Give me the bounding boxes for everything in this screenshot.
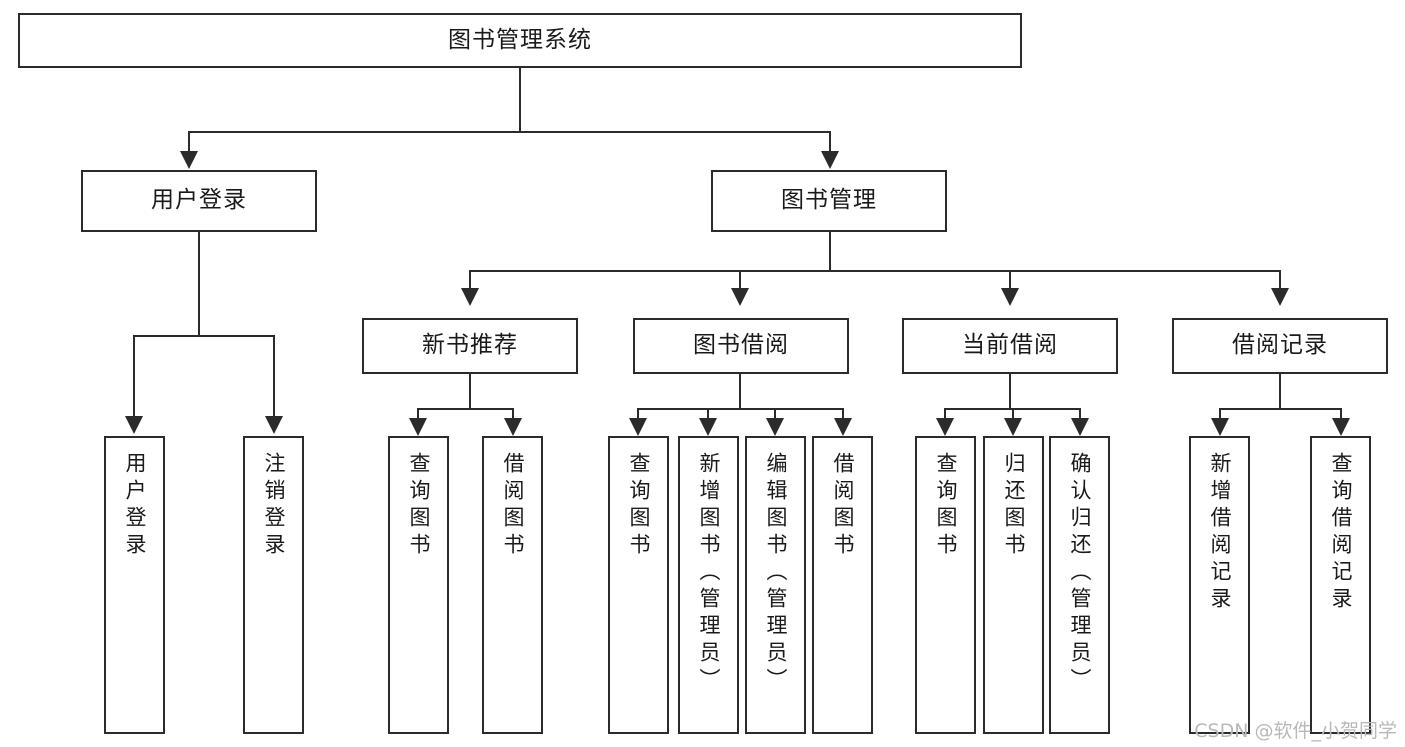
node-label: 新增图书（管理员） [697, 452, 721, 695]
node-label: 借阅图书 [501, 452, 525, 560]
leaf-book-borrow-borrow[interactable]: 借阅图书 [812, 436, 873, 734]
arrow-book-borrow-to-leaf-4 [834, 418, 852, 436]
node-label: 新书推荐 [422, 332, 518, 359]
leaf-user-login-login[interactable]: 用户登录 [104, 436, 165, 734]
connector-book-mgmt-stem [829, 232, 831, 270]
connector-root-stem-main [519, 68, 521, 131]
arrow-current-borrow-to-leaf-3 [1071, 418, 1089, 436]
connector-current-borrow-to-leaf-1 [944, 408, 946, 420]
connector-user-login-to-leaf-1 [133, 335, 135, 418]
node-user-login[interactable]: 用户登录 [81, 170, 317, 232]
connector-current-borrow-to-leaf-3 [1079, 408, 1081, 420]
node-label: 查询图书 [934, 452, 958, 560]
node-label: 注销登录 [262, 452, 286, 560]
arrow-root-to-book-mgmt [821, 151, 839, 169]
node-label: 查询图书 [407, 452, 431, 560]
node-label: 图书管理系统 [448, 26, 592, 53]
arrow-book-mgmt-to-book-borrow [731, 288, 749, 306]
connector-current-borrow-to-leaf-2 [1012, 408, 1014, 420]
node-borrow-record[interactable]: 借阅记录 [1172, 318, 1388, 374]
leaf-borrow-record-query[interactable]: 查询借阅记录 [1310, 436, 1371, 734]
arrow-root-to-user-login [180, 151, 198, 169]
arrow-current-borrow-to-leaf-1 [936, 418, 954, 436]
leaf-book-borrow-edit[interactable]: 编辑图书（管理员） [745, 436, 806, 734]
connector-book-mgmt-bus [469, 270, 1280, 272]
connector-book-mgmt-to-book-borrow [739, 270, 741, 290]
node-label: 确认归还（管理员） [1068, 452, 1092, 695]
leaf-book-borrow-add[interactable]: 新增图书（管理员） [678, 436, 739, 734]
connector-book-mgmt-to-new-book [469, 270, 471, 290]
arrow-borrow-record-to-leaf-2 [1332, 418, 1350, 436]
leaf-current-borrow-confirm-return[interactable]: 确认归还（管理员） [1049, 436, 1110, 734]
connector-book-mgmt-to-borrow-record [1279, 270, 1281, 290]
arrow-current-borrow-to-leaf-2 [1004, 418, 1022, 436]
connector-user-login-stem [198, 232, 200, 335]
arrow-new-book-to-leaf-2 [504, 418, 522, 436]
node-label: 编辑图书（管理员） [764, 452, 788, 695]
node-label: 用户登录 [123, 452, 147, 560]
leaf-book-borrow-query[interactable]: 查询图书 [608, 436, 669, 734]
node-label: 借阅图书 [831, 452, 855, 560]
connector-book-borrow-bus [637, 408, 842, 410]
arrow-borrow-record-to-leaf-1 [1211, 418, 1229, 436]
arrow-book-borrow-to-leaf-2 [699, 418, 717, 436]
arrow-book-borrow-to-leaf-1 [629, 418, 647, 436]
connector-user-login-bus [133, 335, 273, 337]
connector-borrow-record-to-leaf-2 [1340, 408, 1342, 420]
connector-book-borrow-to-leaf-3 [774, 408, 776, 420]
connector-borrow-record-bus [1219, 408, 1340, 410]
node-label: 归还图书 [1002, 452, 1026, 560]
connector-book-mgmt-to-current-borrow [1009, 270, 1011, 290]
leaf-new-book-query[interactable]: 查询图书 [388, 436, 449, 734]
connector-root-to-book-mgmt [829, 131, 831, 153]
connector-root-bus [188, 131, 831, 133]
node-label: 图书管理 [781, 187, 877, 214]
node-label: 图书借阅 [693, 332, 789, 359]
connector-user-login-to-leaf-2 [273, 335, 275, 418]
node-new-book-recommend[interactable]: 新书推荐 [362, 318, 578, 374]
arrow-book-borrow-to-leaf-3 [766, 418, 784, 436]
connector-new-book-stem [469, 374, 471, 408]
connector-borrow-record-stem [1279, 374, 1281, 408]
leaf-borrow-record-add[interactable]: 新增借阅记录 [1189, 436, 1250, 734]
connector-book-borrow-to-leaf-4 [842, 408, 844, 420]
node-book-management[interactable]: 图书管理 [711, 170, 947, 232]
node-label: 查询借阅记录 [1329, 452, 1353, 614]
connector-new-book-to-leaf-2 [512, 408, 514, 420]
leaf-current-borrow-query[interactable]: 查询图书 [915, 436, 976, 734]
node-current-borrow[interactable]: 当前借阅 [902, 318, 1118, 374]
node-label: 用户登录 [151, 187, 247, 214]
connector-current-borrow-bus [944, 408, 1079, 410]
arrow-user-login-to-leaf-1 [125, 416, 143, 434]
connector-current-borrow-stem [1009, 374, 1011, 408]
leaf-user-login-logout[interactable]: 注销登录 [243, 436, 304, 734]
watermark-text: CSDN @软件_小贺同学 [1194, 720, 1397, 742]
node-book-borrow[interactable]: 图书借阅 [633, 318, 849, 374]
leaf-new-book-borrow[interactable]: 借阅图书 [482, 436, 543, 734]
node-label: 借阅记录 [1232, 332, 1328, 359]
arrow-book-mgmt-to-borrow-record [1271, 288, 1289, 306]
connector-book-borrow-stem [739, 374, 741, 408]
node-label: 新增借阅记录 [1208, 452, 1232, 614]
node-label: 查询图书 [627, 452, 651, 560]
leaf-current-borrow-return[interactable]: 归还图书 [983, 436, 1044, 734]
node-label: 当前借阅 [962, 332, 1058, 359]
arrow-user-login-to-leaf-2 [265, 416, 283, 434]
connector-root-to-user-login [188, 131, 190, 153]
node-root-library-system[interactable]: 图书管理系统 [18, 13, 1022, 68]
connector-new-book-to-leaf-1 [417, 408, 419, 420]
connector-book-borrow-to-leaf-1 [637, 408, 639, 420]
connector-book-borrow-to-leaf-2 [707, 408, 709, 420]
arrow-book-mgmt-to-current-borrow [1001, 288, 1019, 306]
arrow-book-mgmt-to-new-book [461, 288, 479, 306]
arrow-new-book-to-leaf-1 [409, 418, 427, 436]
connector-borrow-record-to-leaf-1 [1219, 408, 1221, 420]
connector-new-book-bus [417, 408, 512, 410]
